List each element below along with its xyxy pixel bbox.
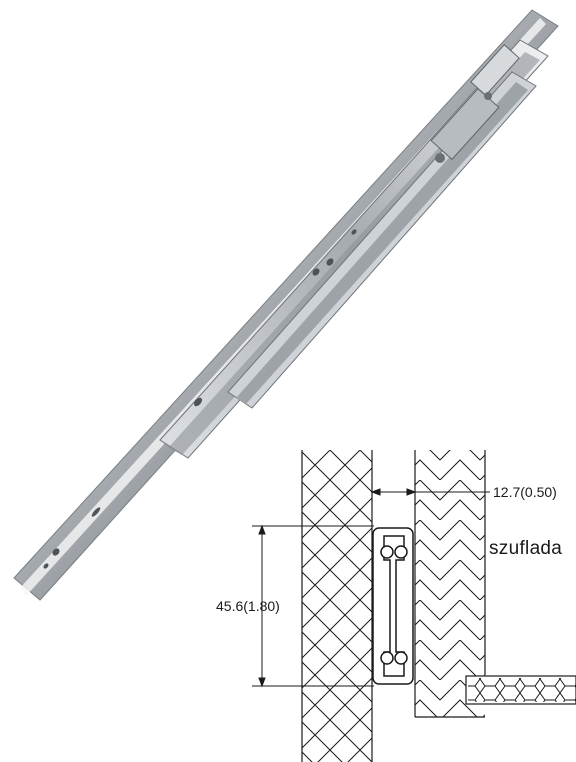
- drawer-label: szuflada: [489, 538, 563, 559]
- height-dimension: [252, 524, 374, 688]
- cabinet-panel: [301, 450, 373, 762]
- drawer-bottom: [465, 675, 576, 705]
- slide-mechanism: [430, 44, 520, 163]
- ball-bearing-top: [380, 545, 394, 559]
- height-dimension-label: 45.6(1.80): [216, 598, 280, 614]
- ball-bearing-top-2: [394, 545, 408, 559]
- slide-profile: [372, 527, 414, 685]
- slide-inner-rail: [227, 71, 537, 409]
- width-dimension: [370, 488, 490, 496]
- ball-bearing-bottom: [380, 651, 394, 665]
- slide-holes: [43, 229, 357, 569]
- width-dimension-label: 12.7(0.50): [493, 484, 557, 500]
- ball-bearing-bottom-2: [394, 651, 408, 665]
- drawer-panel: [414, 450, 486, 718]
